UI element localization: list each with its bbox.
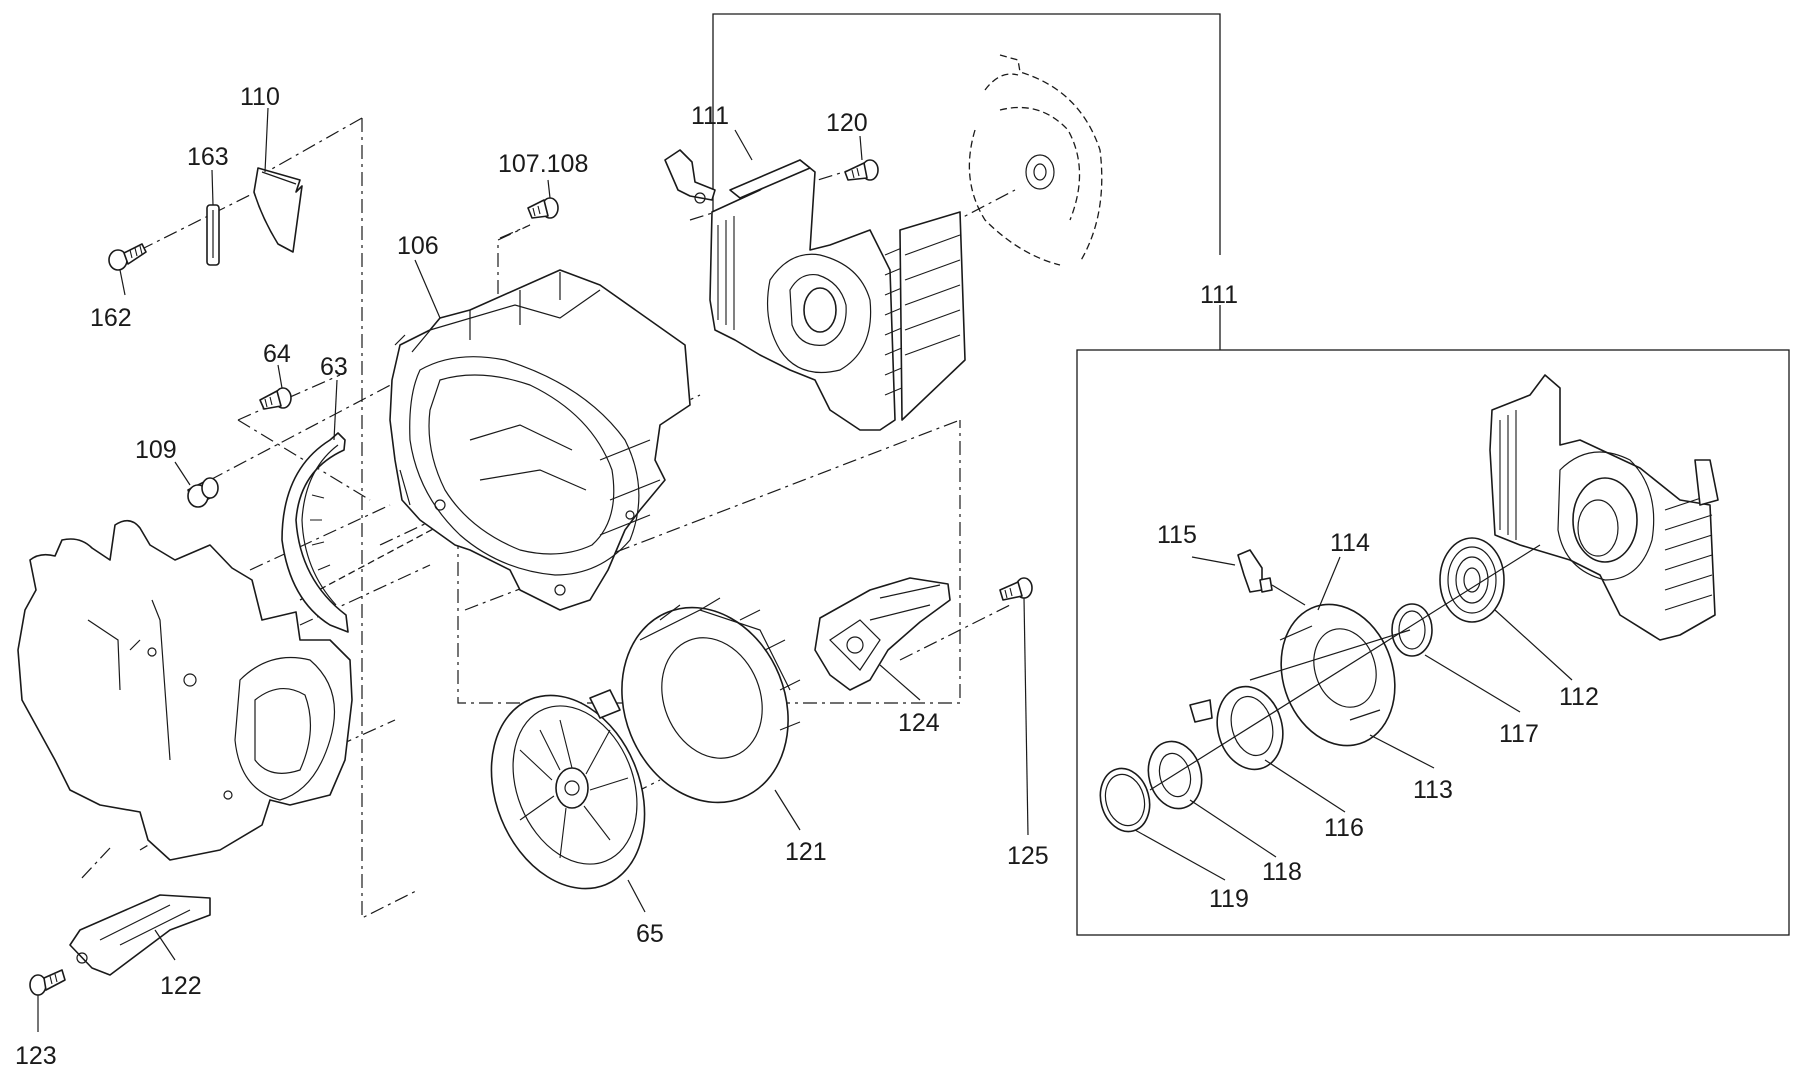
assembly-line-162 <box>139 189 261 251</box>
label-119: 119 <box>1209 885 1249 913</box>
engine-crankcase-outline <box>17 519 353 861</box>
label-114: 114 <box>1330 529 1370 557</box>
part-65-flywheel-fan <box>490 689 646 890</box>
assembly-line-left <box>361 118 419 919</box>
label-123: 123 <box>15 1042 57 1070</box>
label-64: 64 <box>263 340 291 368</box>
label-163: 163 <box>187 143 229 171</box>
part-121-flywheel-cover <box>621 597 801 804</box>
detail-part-117-ring <box>1391 603 1433 657</box>
label-116: 116 <box>1324 814 1364 842</box>
label-110: 110 <box>240 83 280 111</box>
part-163-strip <box>206 204 220 266</box>
detail-part-113-reel <box>1279 603 1396 747</box>
label-109: 109 <box>135 436 177 464</box>
assembly-line-engine <box>299 519 451 601</box>
detail-part-112-spring <box>1439 537 1505 623</box>
part-109-bushing <box>187 477 219 508</box>
label-111-top: 111 <box>691 102 729 130</box>
label-106: 106 <box>397 232 439 260</box>
part-106-fan-housing <box>389 269 691 611</box>
detail-starter-housing <box>1489 374 1719 641</box>
label-120: 120 <box>826 109 868 137</box>
assembly-line-109 <box>209 379 401 481</box>
assembly-line-110 <box>269 117 363 171</box>
part-labels: 110 163 162 111 120 107.108 106 64 63 10… <box>15 83 1599 1070</box>
assembly-line-122 <box>79 847 111 881</box>
detail-part-116-ratchet <box>1189 685 1284 771</box>
label-118: 118 <box>1262 858 1302 886</box>
part-111-starter-assembly <box>664 149 966 431</box>
starter-pulley-outline <box>968 54 1103 266</box>
label-115: 115 <box>1157 521 1197 549</box>
assembly-line-63b <box>299 564 431 626</box>
label-162: 162 <box>90 304 132 332</box>
label-122: 122 <box>160 972 202 1000</box>
detail-part-119-clip <box>1099 767 1151 833</box>
recoil-starter-detail-box <box>1076 349 1790 936</box>
bracket-111-top <box>712 13 1221 255</box>
part-110-cover-plate <box>253 167 303 253</box>
part-125-screw <box>999 577 1033 601</box>
label-124: 124 <box>898 709 940 737</box>
label-117: 117 <box>1499 720 1539 748</box>
label-112: 112 <box>1559 683 1599 711</box>
label-113: 113 <box>1413 776 1453 804</box>
assembly-line-64b <box>237 419 371 501</box>
part-63-air-guide <box>281 432 349 633</box>
part-107-108-screw <box>527 197 559 219</box>
label-121: 121 <box>785 838 827 866</box>
label-125: 125 <box>1007 842 1049 870</box>
part-162-screw <box>108 243 147 271</box>
detail-part-115-handle <box>1237 549 1306 606</box>
leader-lines <box>37 107 1573 1032</box>
label-107-108: 107.108 <box>498 150 588 178</box>
label-63: 63 <box>320 353 348 381</box>
part-64-screw <box>259 387 292 410</box>
part-120-screw <box>844 159 879 181</box>
detail-assembly-lines <box>1149 544 1541 791</box>
label-65: 65 <box>636 920 664 948</box>
part-122-bottom-plate <box>69 894 211 976</box>
assembly-line-125 <box>899 604 1011 661</box>
part-124-starter-hub <box>814 577 951 691</box>
assembly-line-63 <box>249 504 391 571</box>
label-111-right: 111 <box>1200 281 1238 309</box>
part-123-screw <box>29 969 66 996</box>
